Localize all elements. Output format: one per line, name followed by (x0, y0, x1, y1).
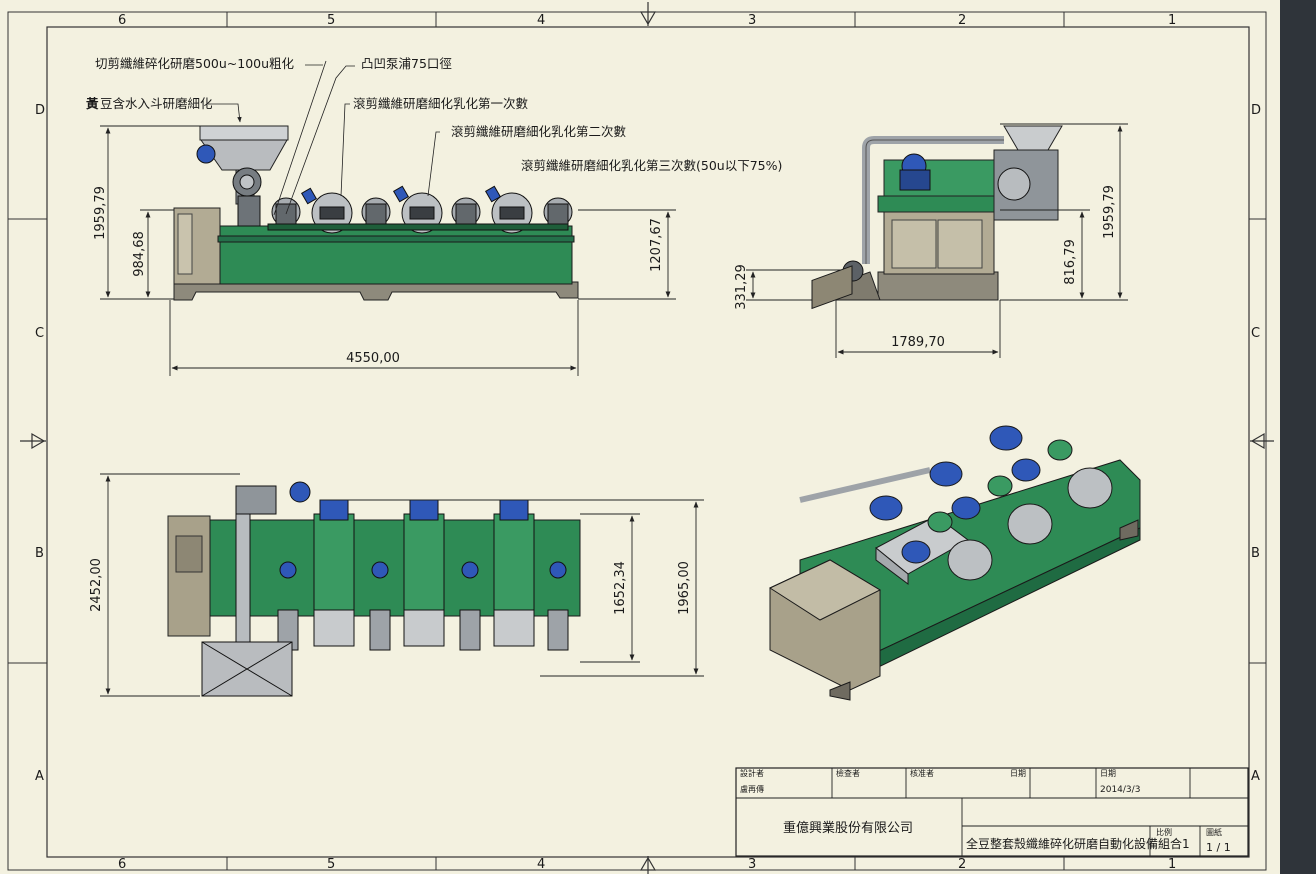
row-label-a: A (35, 769, 44, 784)
row-label-c: C (35, 326, 44, 341)
col-label-6: 6 (118, 13, 126, 28)
annotation-hopper-bold: 黃 (85, 96, 99, 111)
row-label-b: B (35, 546, 44, 561)
col-label-4-bottom: 4 (537, 857, 545, 872)
tb-date: 2014/3/3 (1100, 785, 1140, 795)
row-label-a-right: A (1251, 769, 1260, 784)
dim-front-base-height: 984,68 (132, 231, 147, 277)
col-label-3: 3 (748, 13, 756, 28)
annotation-pump: 凸凹泵浦75口徑 (361, 56, 452, 71)
col-label-2: 2 (958, 13, 966, 28)
title-block: 設計者 盧再傳 檢查者 核准者 日期 日期 2014/3/3 重億興業股份有限公… (735, 767, 1249, 857)
col-label-1-bottom: 1 (1168, 857, 1176, 872)
row-label-b-right: B (1251, 546, 1260, 561)
col-label-5: 5 (327, 13, 335, 28)
center-marks (20, 2, 1274, 874)
annotation-hopper: 豆含水入斗研磨細化 (100, 96, 213, 111)
annotation-stage1: 滾剪纖維研磨細化乳化第一次數 (353, 96, 529, 111)
zone-ticks (8, 12, 1266, 870)
tb-date-label2: 日期 (1100, 769, 1116, 778)
tb-checker-label: 檢查者 (836, 768, 860, 778)
isometric-view (768, 265, 1141, 701)
dim-side-total-height: 1959,79 (1102, 185, 1117, 239)
annotation-leaders (208, 60, 440, 216)
tb-approver-label: 核准者 (910, 768, 934, 778)
zone-labels: 6 5 4 3 2 1 6 5 4 3 2 1 D C B A D C B A (35, 13, 1261, 872)
row-label-c-right: C (1251, 326, 1260, 341)
col-label-6-bottom: 6 (118, 857, 126, 872)
top-view: 2452,00 1652,34 1965,00 (89, 473, 704, 697)
dim-side-low-height: 331,29 (734, 264, 749, 310)
col-label-4: 4 (537, 13, 545, 28)
row-label-d-right: D (1251, 103, 1261, 118)
tb-company: 重億興業股份有限公司 (783, 820, 913, 836)
dim-top-outer: 1965,00 (677, 561, 692, 615)
dim-front-length: 4550,00 (346, 351, 400, 366)
tb-designer: 盧再傳 (740, 784, 764, 794)
dim-side-width: 1789,70 (891, 335, 945, 350)
tb-designer-label: 設計者 (740, 768, 764, 778)
annotation-stage2: 滾剪纖維研磨細化乳化第二次數 (451, 124, 627, 139)
col-label-1: 1 (1168, 13, 1176, 28)
annotation-stage3: 滾剪纖維研磨細化乳化第三次數(50u以下75%) (521, 158, 782, 173)
tb-drawing-title: 全豆整套殼纖維碎化研磨自動化設備組合1 (966, 836, 1190, 851)
dim-front-right-height: 1207,67 (649, 218, 664, 272)
side-view: 1959,79 816,79 331,29 1789,70 (734, 123, 1128, 358)
tb-scale-label: 比例 (1156, 827, 1172, 837)
tb-date-label: 日期 (1010, 769, 1026, 778)
col-label-5-bottom: 5 (327, 857, 335, 872)
annotation-cutting: 切剪纖維碎化研磨500u~100u粗化 (95, 56, 295, 71)
row-label-d: D (35, 103, 45, 118)
outer-frame (7, 11, 1267, 871)
dim-top-inner: 1652,34 (613, 561, 628, 615)
scroll-gutter[interactable] (1280, 0, 1316, 874)
dim-front-total-height: 1959,79 (93, 186, 108, 240)
col-label-2-bottom: 2 (958, 857, 966, 872)
dim-top-depth: 2452,00 (89, 558, 104, 612)
front-view: 1959,79 984,68 1207,67 4550,00 (93, 125, 676, 376)
tb-sheet: 1 / 1 (1206, 841, 1231, 854)
dim-side-mid-height: 816,79 (1063, 239, 1078, 285)
tb-sheet-label: 圖紙 (1206, 827, 1222, 837)
col-label-3-bottom: 3 (748, 857, 756, 872)
annotations: 切剪纖維碎化研磨500u~100u粗化 凸凹泵浦75口徑 黃 豆含水入斗研磨細化… (85, 56, 782, 173)
